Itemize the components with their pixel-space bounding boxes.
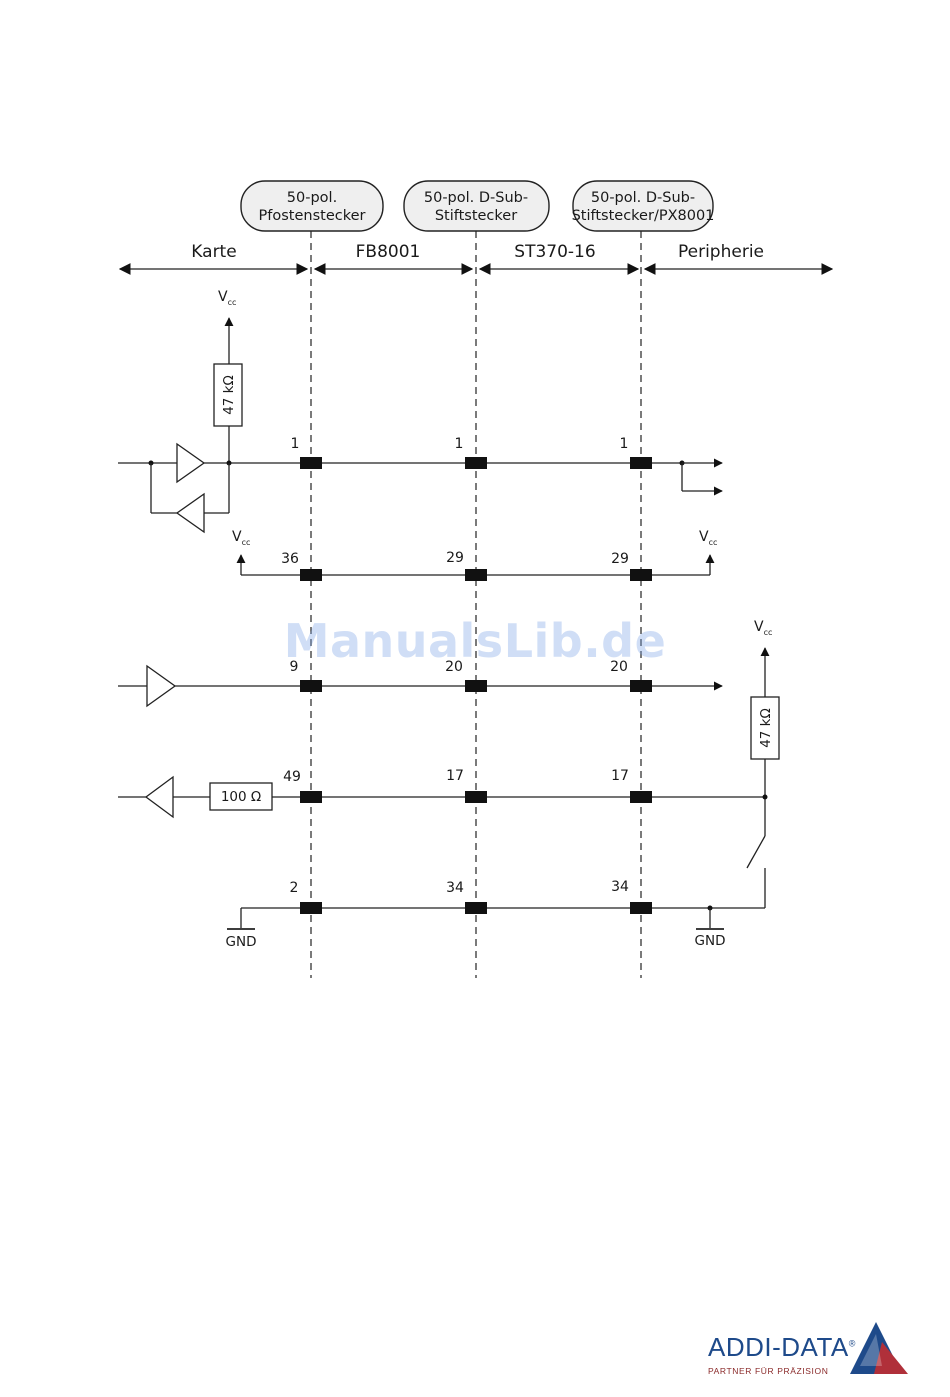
row-2-vcc: Vcc Vcc <box>232 529 717 575</box>
header-dsub2-line2: Stiftstecker/PX8001 <box>572 208 715 224</box>
receiver-in-triangle <box>177 494 204 532</box>
pin-label: 1 <box>455 436 464 452</box>
zone-label-peripherie: Peripherie <box>678 242 764 262</box>
driver-out-triangle <box>177 444 204 482</box>
zone-label-fb8001: FB8001 <box>356 242 421 262</box>
header-dsub-stiftstecker: 50-pol. D-Sub- Stiftstecker <box>404 181 549 231</box>
header-dsub2-line1: 50-pol. D-Sub- <box>591 190 695 206</box>
header-dsub1-line2: Stiftstecker <box>435 208 517 224</box>
vcc-label-4: Vcc <box>754 619 772 637</box>
pin-label: 29 <box>446 550 464 566</box>
header-dsub1-line1: 50-pol. D-Sub- <box>424 190 528 206</box>
pin-label: 20 <box>610 659 628 675</box>
header-pfosten-line1: 50-pol. <box>287 190 337 206</box>
receiver-in-triangle-2 <box>146 777 173 817</box>
resistor-47k-2-label: 47 kΩ <box>758 708 774 748</box>
pin-label: 9 <box>290 659 299 675</box>
resistor-47k-label: 47 kΩ <box>221 375 237 415</box>
pin-label: 29 <box>611 551 629 567</box>
zone-label-karte: Karte <box>191 242 236 262</box>
pin-label: 2 <box>290 880 299 896</box>
pin-numbers: 1 1 1 36 29 29 9 20 20 49 17 17 2 34 34 <box>281 436 629 896</box>
resistor-100-label: 100 Ω <box>221 789 261 805</box>
logo-triangle-icon <box>846 1320 912 1376</box>
gnd-label-left: GND <box>226 934 257 950</box>
header-pfosten-line2: Pfostenstecker <box>259 208 366 224</box>
vcc-label-3: Vcc <box>699 529 717 547</box>
vcc-label-2: Vcc <box>232 529 250 547</box>
logo-tagline: PARTNER FÜR PRÄZISION <box>708 1366 828 1376</box>
pin-label: 20 <box>445 659 463 675</box>
zone-label-st370: ST370-16 <box>514 242 595 262</box>
switch <box>747 836 765 868</box>
vcc-label: Vcc <box>218 289 236 307</box>
pin-label: 17 <box>446 768 464 784</box>
logo-name: ADDI-DATA® <box>708 1332 856 1363</box>
pin-label: 36 <box>281 551 299 567</box>
pin-label: 34 <box>611 879 629 895</box>
pin-label: 1 <box>291 436 300 452</box>
addi-data-logo[interactable]: ADDI-DATA® PARTNER FÜR PRÄZISION <box>700 1318 920 1378</box>
header-pfostenstecker: 50-pol. Pfostenstecker <box>241 181 383 231</box>
gnd-label-right: GND <box>695 933 726 949</box>
header-dsub-px8001: 50-pol. D-Sub- Stiftstecker/PX8001 <box>572 181 715 231</box>
driver-out-triangle-2 <box>147 666 175 706</box>
pin-label: 1 <box>620 436 629 452</box>
pin-label: 17 <box>611 768 629 784</box>
pin-label: 34 <box>446 880 464 896</box>
pin-label: 49 <box>283 769 301 785</box>
row-1-bidirectional: Vcc 47 kΩ <box>118 289 722 532</box>
